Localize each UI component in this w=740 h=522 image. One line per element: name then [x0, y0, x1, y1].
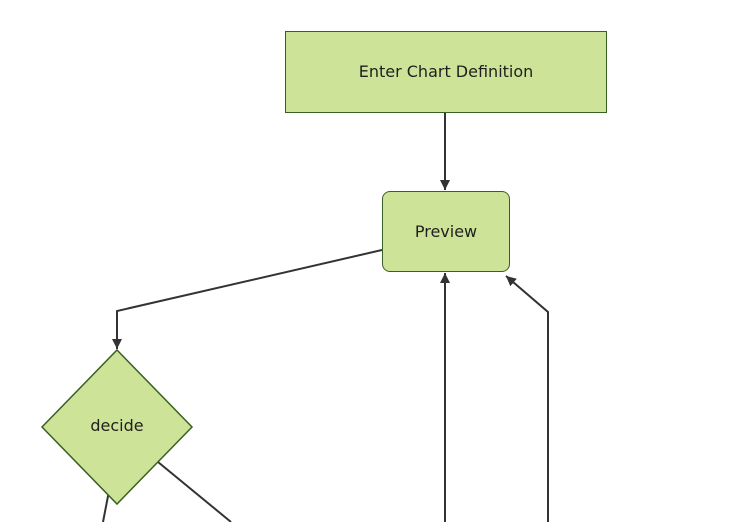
- node-enter-chart-definition-label: Enter Chart Definition: [358, 62, 534, 82]
- node-decide-label: decide: [90, 416, 144, 435]
- node-enter-chart-definition: Enter Chart Definition: [285, 31, 607, 113]
- node-preview-label: Preview: [414, 221, 478, 241]
- node-decide-shape: [40, 348, 194, 506]
- node-preview: Preview: [382, 191, 510, 272]
- edge-offscreen-to-preview-corner: [505, 275, 549, 522]
- edge-preview-to-decide: [112, 249, 383, 349]
- edge-decide-to-offscreen-left: [102, 490, 110, 522]
- edge-decide-to-offscreen-right: [157, 461, 232, 522]
